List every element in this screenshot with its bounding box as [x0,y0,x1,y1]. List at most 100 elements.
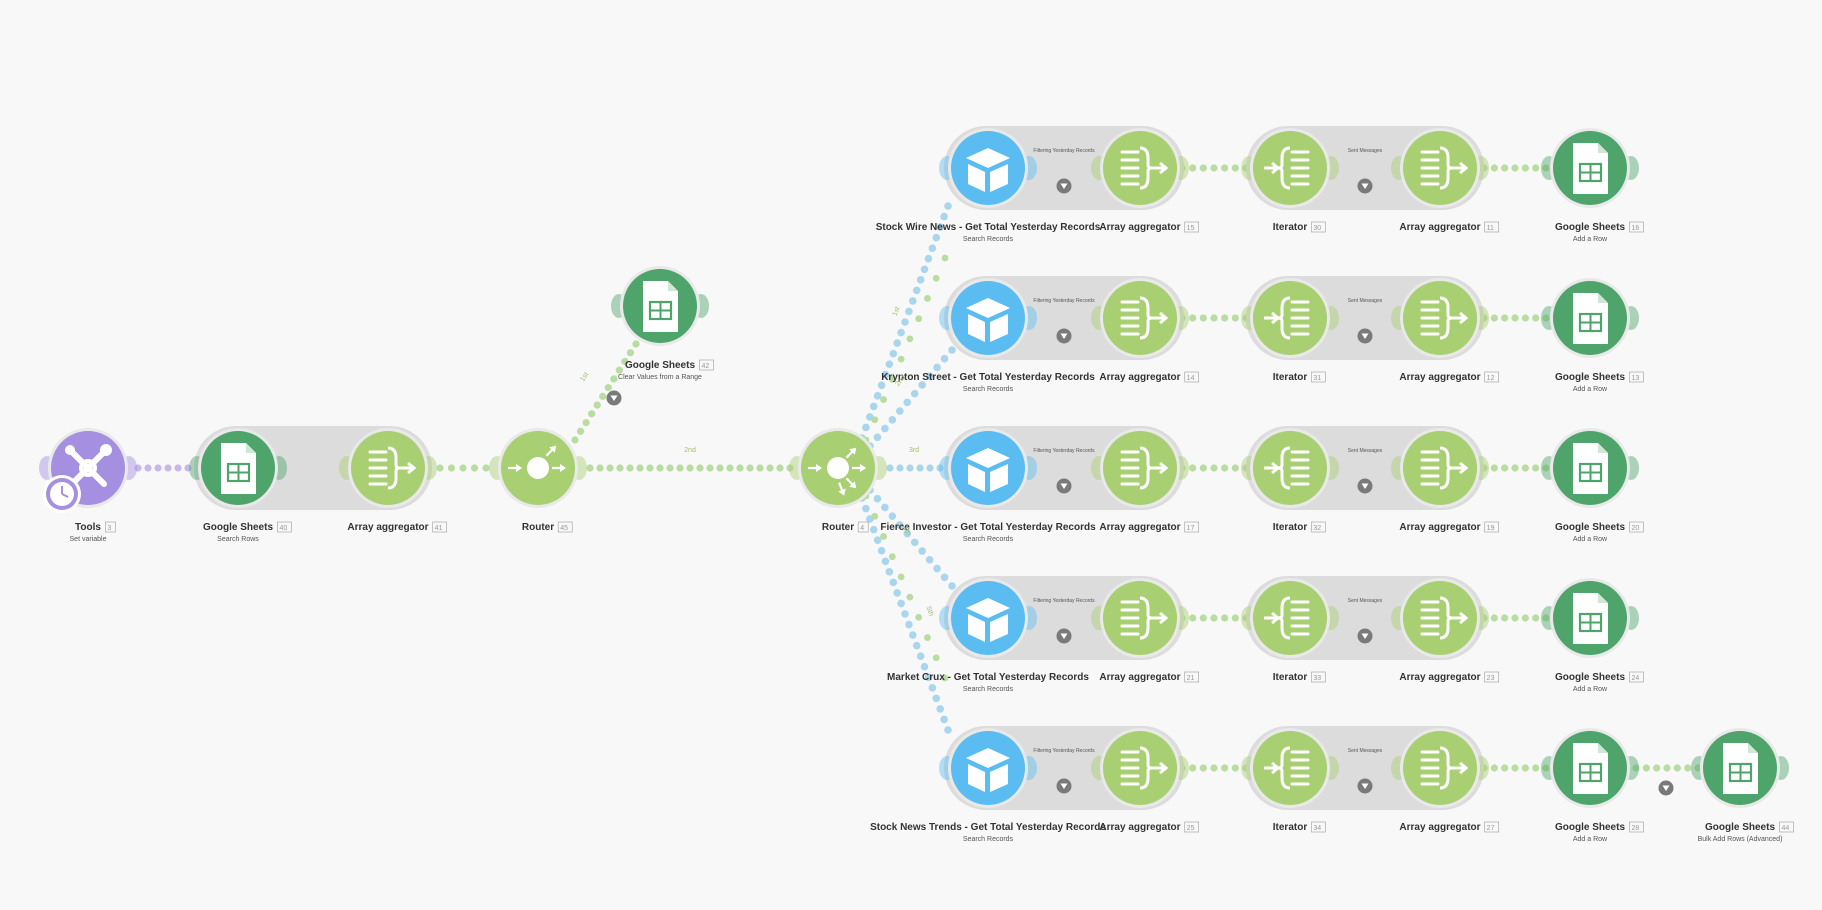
aggregator-icon [351,431,425,505]
group-label-messages: Sent Messages [1348,598,1383,604]
group-label-messages: Sent Messages [1348,298,1383,304]
module-aggregator-agg23[interactable] [1391,578,1489,658]
module-aggregator-agg12[interactable] [1391,278,1489,358]
module-subtitle: Search Records [963,536,1014,543]
connector-sh28-sh44 [1632,764,1702,772]
aggregator-icon [1103,581,1177,655]
module-id-box [1629,221,1644,233]
group-label-filter: Filtering Yesterday Records [1033,298,1095,304]
connector-agg-sheets [1480,764,1550,772]
module-airtable-air4[interactable] [939,578,1037,658]
filter-icon[interactable] [1357,778,1373,794]
module-iterator-it33[interactable] [1241,578,1339,658]
module-id-box [1184,221,1200,233]
filter-icon[interactable] [1357,328,1373,344]
module-aggregator-agg27[interactable] [1391,728,1489,808]
module-sheets-sh24[interactable] [1541,578,1639,658]
module-router-router4[interactable] [789,428,887,508]
module-iterator-it31[interactable] [1241,278,1339,358]
connector-router45-sheets42 [571,340,640,444]
module-airtable-air3[interactable] [939,428,1037,508]
filter-icon[interactable] [1056,328,1072,344]
router-icon-glyph [808,447,866,496]
module-label: Google Sheets [1555,672,1625,683]
module-aggregator-agg17[interactable] [1091,428,1189,508]
module-label: Fierce Investor - Get Total Yesterday Re… [880,522,1096,533]
module-aggregator-agg11[interactable] [1391,128,1489,208]
module-iterator-it34[interactable] [1241,728,1339,808]
module-label: Google Sheets [1555,372,1625,383]
group-label-filter: Filtering Yesterday Records [1033,748,1095,754]
connector-tools-sheets [134,464,192,472]
aggregator-icon-glyph [1420,296,1469,340]
module-sheets-sheets42[interactable] [611,266,709,346]
module-airtable-air5[interactable] [939,728,1037,808]
module-sheets-sh13[interactable] [1541,278,1639,358]
iterator-icon-glyph [1264,746,1310,790]
connector-router4-row5-overlay [862,492,949,682]
module-sheets-sheets40[interactable] [189,428,287,508]
module-id-box [1484,671,1500,683]
module-id: 31 [1313,375,1321,382]
tools-icon-glyph [65,444,112,487]
filter-icon[interactable] [1056,628,1072,644]
sheets-icon-glyph [1573,743,1608,794]
filter-icon[interactable] [1056,178,1072,194]
sheets-icon-glyph [1573,293,1608,344]
airtable-icon-glyph [966,748,1010,792]
module-aggregator-agg14[interactable] [1091,278,1189,358]
module-aggregator-agg25[interactable] [1091,728,1189,808]
sheets-icon-glyph [1573,443,1608,494]
route-label-r45_2: 2nd [684,447,696,454]
filter-icon[interactable] [1056,478,1072,494]
group-label-messages: Sent Messages [1348,748,1383,754]
module-subtitle: Clear Values from a Range [618,374,702,381]
module-subtitle: Search Records [963,386,1014,393]
module-iterator-it30[interactable] [1241,128,1339,208]
module-router-router45[interactable] [489,428,587,508]
module-label: Google Sheets [1555,222,1625,233]
module-sheets-sh16[interactable] [1541,128,1639,208]
aggregator-icon-glyph [1120,296,1169,340]
module-airtable-air2[interactable] [939,278,1037,358]
module-label: Google Sheets [1555,522,1625,533]
module-id-box [1484,521,1500,533]
module-sheets-sh20[interactable] [1541,428,1639,508]
module-label: Krypton Street - Get Total Yesterday Rec… [881,372,1095,383]
module-id: 11 [1487,225,1494,232]
filter-icon[interactable] [1056,778,1072,794]
module-iterator-it32[interactable] [1241,428,1339,508]
module-sheets-sh44[interactable] [1691,728,1789,808]
module-subtitle: Add a Row [1573,386,1608,393]
clock-icon[interactable] [43,475,81,513]
connector-agg-sheets [1480,464,1550,472]
module-id-box [857,521,869,533]
module-aggregator-agg19[interactable] [1391,428,1489,508]
module-label: Array aggregator [1099,372,1180,383]
filter-icon[interactable] [1658,780,1674,796]
module-sheets-sh28[interactable] [1541,728,1639,808]
filters-layer [606,178,1674,796]
connector-agg-it [1178,314,1250,322]
module-label: Google Sheets [203,522,273,533]
module-aggregator-agg41[interactable] [339,428,437,508]
module-aggregator-agg15[interactable] [1091,128,1189,208]
module-id-box [432,521,448,533]
aggregator-icon [1103,431,1177,505]
module-id: 27 [1487,825,1495,832]
filter-icon[interactable] [1357,478,1373,494]
iterator-icon-glyph [1264,446,1310,490]
filter-icon[interactable] [1357,178,1373,194]
module-subtitle: Add a Row [1573,686,1608,693]
module-id-box [277,521,292,533]
module-id: 17 [1187,525,1195,532]
module-id-box [1310,521,1326,533]
filter-icon[interactable] [1357,628,1373,644]
module-label: Array aggregator [1099,672,1180,683]
module-aggregator-agg21[interactable] [1091,578,1189,658]
sheets-icon-glyph [221,443,256,494]
module-airtable-air1[interactable] [939,128,1037,208]
filter-icon[interactable] [606,390,622,406]
